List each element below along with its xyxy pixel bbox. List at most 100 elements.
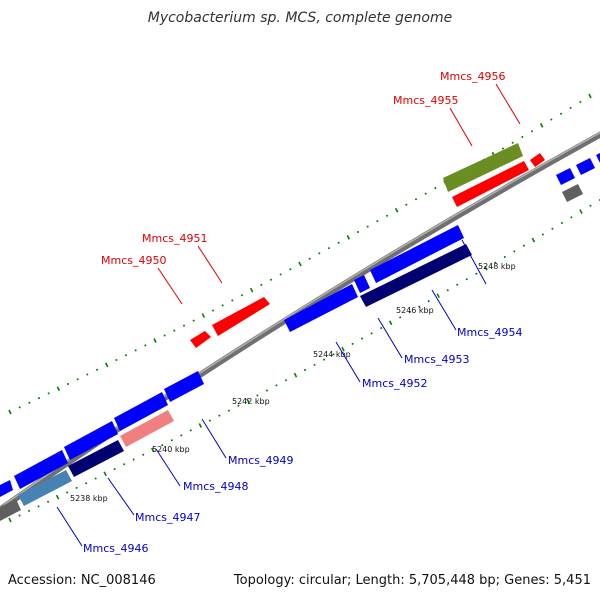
outer-ring-minor-tick bbox=[328, 247, 330, 250]
outer-ring-minor-tick bbox=[38, 397, 40, 400]
outer-ring-minor-tick bbox=[531, 130, 533, 133]
outer-ring-minor-tick bbox=[173, 329, 176, 332]
inner-ring-minor-tick bbox=[189, 429, 192, 432]
inner-ring-minor-tick bbox=[161, 444, 164, 447]
gene-label-mmcs-4949[interactable]: Mmcs_4949 bbox=[228, 454, 293, 467]
inner-ring-minor-tick bbox=[180, 434, 183, 437]
outer-ring-minor-tick bbox=[115, 359, 118, 362]
gene-blue-right-1[interactable] bbox=[556, 168, 575, 185]
inner-ring-minor-tick bbox=[237, 404, 240, 407]
scale-label-5244: 5244 kbp bbox=[313, 350, 351, 359]
gene-mmcs-4946[interactable] bbox=[18, 470, 72, 506]
outer-ring-minor-tick bbox=[212, 309, 214, 312]
inner-ring-major-tick bbox=[293, 372, 298, 378]
gene-label-mmcs-4953[interactable]: Mmcs_4953 bbox=[404, 353, 469, 366]
outer-ring-major-tick bbox=[588, 93, 592, 99]
gene-mmcs-4955[interactable] bbox=[452, 161, 529, 207]
gene-label-mmcs-4956[interactable]: Mmcs_4956 bbox=[440, 70, 505, 83]
outer-ring-minor-tick bbox=[183, 324, 185, 327]
outer-ring-minor-tick bbox=[260, 283, 263, 286]
inner-ring-minor-tick bbox=[446, 289, 449, 292]
gene-label-mmcs-4950[interactable]: Mmcs_4950 bbox=[101, 254, 166, 267]
outer-ring-major-tick bbox=[201, 313, 206, 318]
leader-line-4954-b bbox=[461, 239, 487, 285]
inner-ring-minor-tick bbox=[427, 300, 430, 303]
outer-ring-minor-tick bbox=[279, 273, 282, 276]
scale-label-5248: 5248 kbp bbox=[478, 262, 516, 271]
gene-label-mmcs-4952[interactable]: Mmcs_4952 bbox=[362, 377, 427, 390]
gene-blue-e[interactable] bbox=[284, 284, 358, 332]
inner-ring-minor-tick bbox=[361, 337, 364, 340]
gene-mmcs-4948[interactable] bbox=[120, 410, 174, 447]
gene-mmcs-4947[interactable] bbox=[68, 440, 124, 477]
gene-blue-f[interactable] bbox=[354, 275, 370, 293]
gene-small-red[interactable] bbox=[530, 153, 545, 167]
inner-ring-minor-tick bbox=[503, 256, 506, 259]
outer-ring-major-tick bbox=[153, 338, 157, 343]
outer-ring-minor-tick bbox=[337, 241, 340, 244]
gene-label-mmcs-4946[interactable]: Mmcs_4946 bbox=[83, 542, 148, 555]
gene-blue-a[interactable] bbox=[14, 450, 68, 489]
outer-ring-minor-tick bbox=[18, 406, 21, 409]
inner-ring-minor-tick bbox=[418, 305, 421, 308]
outer-ring-minor-tick bbox=[86, 373, 89, 376]
gene-blue-g[interactable] bbox=[370, 225, 464, 283]
gene-label-mmcs-4955[interactable]: Mmcs_4955 bbox=[393, 94, 458, 107]
outer-ring-major-tick bbox=[249, 287, 254, 293]
gene-mmcs-4953[interactable] bbox=[360, 244, 472, 307]
outer-ring-major-tick bbox=[56, 386, 61, 392]
outer-ring-minor-tick bbox=[318, 252, 321, 255]
inner-ring-major-tick bbox=[198, 423, 203, 428]
outer-ring-minor-tick bbox=[47, 392, 50, 395]
outer-ring-minor-tick bbox=[502, 147, 504, 150]
gene-blue-right-3[interactable] bbox=[596, 153, 600, 163]
leader-line-4947 bbox=[107, 477, 135, 516]
outer-dotted-ring bbox=[8, 93, 592, 415]
inner-ring-minor-tick bbox=[75, 486, 78, 489]
inner-ring-minor-tick bbox=[399, 316, 402, 319]
outer-ring-minor-tick bbox=[386, 214, 388, 217]
gene-blue-b[interactable] bbox=[64, 421, 118, 460]
outer-ring-minor-tick bbox=[511, 141, 514, 144]
gene-blue-right-2[interactable] bbox=[576, 158, 595, 175]
outer-ring-minor-tick bbox=[405, 203, 408, 206]
outer-ring-major-tick bbox=[346, 235, 351, 240]
outer-ring-minor-tick bbox=[366, 225, 369, 228]
inner-ring-minor-tick bbox=[304, 369, 306, 371]
inner-ring-minor-tick bbox=[132, 458, 135, 461]
leader-line-4946 bbox=[56, 506, 83, 547]
inner-ring-minor-tick bbox=[475, 272, 478, 275]
gene-blue-d[interactable] bbox=[164, 371, 204, 402]
inner-ring-minor-tick bbox=[560, 222, 563, 225]
inner-ring-minor-tick bbox=[589, 204, 592, 207]
outer-ring-minor-tick bbox=[134, 349, 137, 352]
gene-gray-left[interactable] bbox=[0, 499, 21, 521]
gene-label-mmcs-4948[interactable]: Mmcs_4948 bbox=[183, 480, 248, 493]
outer-ring-major-tick bbox=[104, 362, 109, 368]
leader-line-4955 bbox=[449, 107, 473, 147]
gene-mmcs-4951[interactable] bbox=[212, 297, 270, 336]
inner-ring-minor-tick bbox=[275, 384, 278, 387]
gene-label-mmcs-4947[interactable]: Mmcs_4947 bbox=[135, 511, 200, 524]
inner-ring-major-tick bbox=[388, 320, 393, 326]
gene-mmcs-4950[interactable] bbox=[190, 331, 211, 348]
gene-gray-right[interactable] bbox=[562, 184, 583, 202]
leader-line-4956 bbox=[495, 83, 521, 125]
leader-line-4948 bbox=[155, 448, 181, 487]
gene-label-mmcs-4951[interactable]: Mmcs_4951 bbox=[142, 232, 207, 245]
gene-blue-left-1[interactable] bbox=[0, 480, 13, 497]
inner-ring-minor-tick bbox=[37, 505, 40, 508]
inner-ring-minor-tick bbox=[541, 233, 544, 236]
inner-ring-minor-tick bbox=[113, 468, 116, 471]
leader-line-4949 bbox=[201, 418, 227, 459]
inner-ring-minor-tick bbox=[370, 332, 373, 335]
outer-ring-minor-tick bbox=[357, 231, 359, 233]
inner-ring-minor-tick bbox=[513, 250, 516, 253]
gene-blue-c[interactable] bbox=[114, 392, 168, 431]
outer-ring-minor-tick bbox=[424, 192, 427, 195]
inner-ring-minor-tick bbox=[332, 353, 335, 356]
outer-ring-major-tick bbox=[8, 409, 12, 415]
outer-ring-major-tick bbox=[394, 207, 399, 213]
gene-mmcs-4956[interactable] bbox=[443, 143, 523, 192]
gene-label-mmcs-4954[interactable]: Mmcs_4954 bbox=[457, 326, 522, 339]
